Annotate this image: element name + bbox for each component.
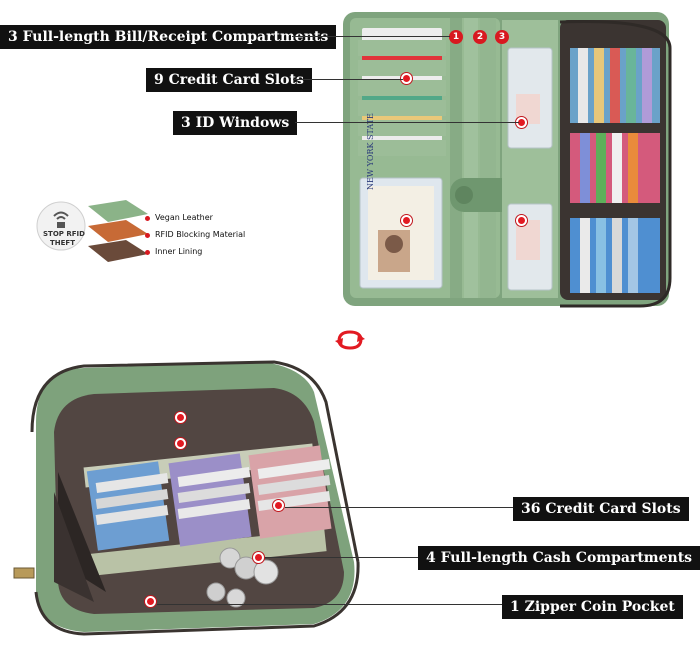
marker-center-pocket: [175, 412, 186, 423]
callout-36-card-slots: 36 Credit Card Slots: [513, 497, 689, 521]
marker-bill-pocket: [175, 438, 186, 449]
leader-line: [157, 604, 502, 605]
wallet-open-view: [343, 12, 672, 308]
leader-line: [293, 79, 403, 80]
callout-id-windows: 3 ID Windows: [173, 111, 298, 135]
layer-vegan-leather: Vegan Leather: [155, 213, 213, 222]
leader-line: [285, 507, 513, 508]
marker-card-slots-36: [273, 500, 284, 511]
leader-line: [292, 36, 450, 37]
callout-credit-card-slots: 9 Credit Card Slots: [146, 68, 312, 92]
marker-cash-compartments: [253, 552, 264, 563]
id-card-text: NEW YORK STATE: [366, 113, 375, 190]
marker-id-window-3: [516, 215, 527, 226]
compartment-number-3: 3: [495, 30, 509, 44]
compartment-number-1: 1: [449, 30, 463, 44]
layer-marker: [145, 250, 150, 255]
accordion-cards-top: [570, 48, 660, 293]
marker-id-window-2: [401, 215, 412, 226]
leader-line: [295, 122, 519, 123]
callout-cash-compartments: 4 Full-length Cash Compartments: [418, 546, 700, 570]
layer-rfid-blocking: RFID Blocking Material: [155, 230, 246, 239]
wallet-accordion-view: [13, 360, 360, 636]
id-window: [359, 177, 443, 289]
callout-bill-compartments: 3 Full-length Bill/Receipt Compartments: [0, 25, 337, 49]
marker-coin-pocket: [145, 596, 156, 607]
layer-inner-lining: Inner Lining: [155, 247, 203, 256]
lock-wifi-icon: [53, 211, 69, 228]
rotate-arrows-icon: [335, 330, 365, 350]
rfid-badge-line2: THEFT: [50, 239, 75, 247]
accordion-cards-bottom: [86, 445, 332, 551]
leader-line: [265, 557, 418, 558]
rfid-badge-line1: STOP RFID: [43, 230, 85, 238]
layer-marker: [145, 233, 150, 238]
marker-card-slots: [401, 73, 412, 84]
card-slot-stack: [358, 28, 446, 156]
layer-marker: [145, 216, 150, 221]
rfid-layers-inset: [36, 200, 148, 262]
compartment-number-2: 2: [473, 30, 487, 44]
callout-coin-pocket: 1 Zipper Coin Pocket: [502, 595, 683, 619]
